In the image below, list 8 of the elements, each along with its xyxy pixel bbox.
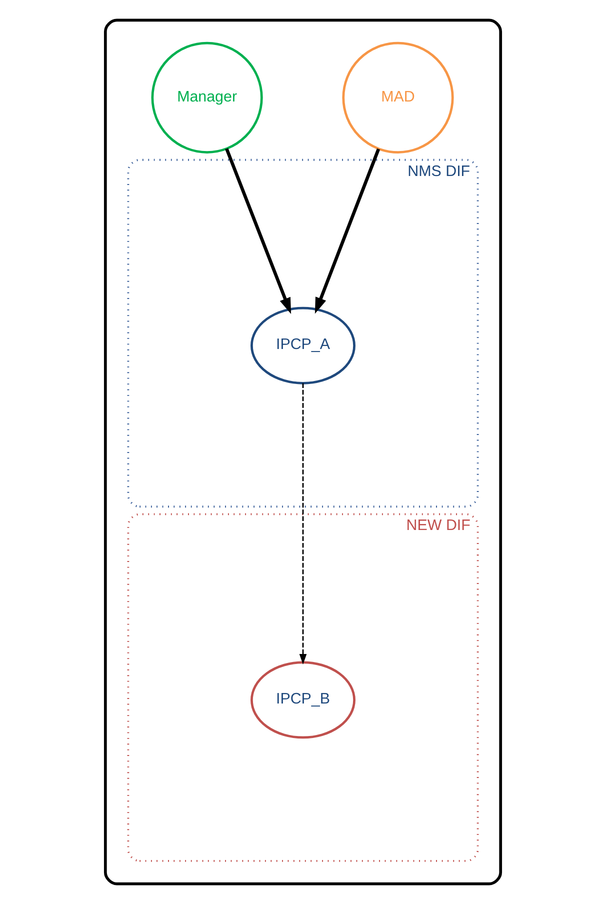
- node-circle: MAD: [342, 42, 454, 154]
- arrow: [299, 383, 307, 665]
- cluster: [104, 18, 502, 886]
- arrow: [225, 148, 292, 314]
- node-ellipse: IPCP_B: [250, 661, 356, 739]
- arrow: [314, 148, 380, 314]
- node-circle: Manager: [151, 42, 263, 154]
- node-ellipse: IPCP_A: [250, 306, 356, 384]
